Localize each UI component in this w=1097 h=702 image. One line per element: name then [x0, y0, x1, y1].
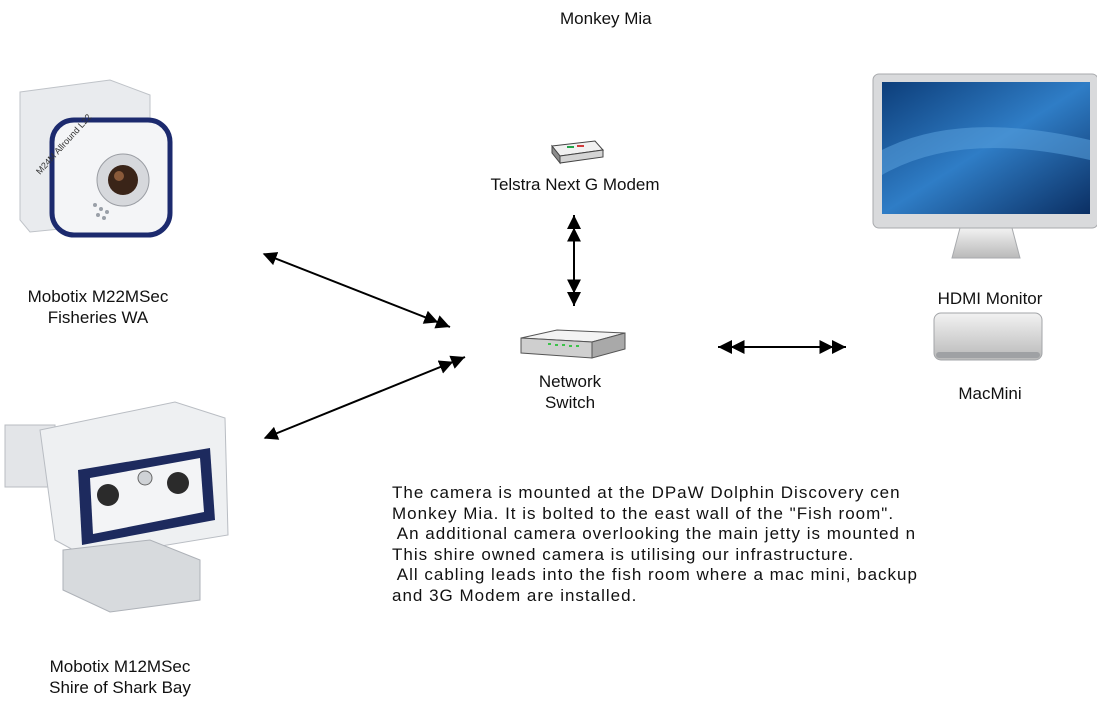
switch-label: Network Switch: [505, 371, 635, 413]
camera1-label: Mobotix M22MSec Fisheries WA: [0, 286, 196, 328]
description-line: An additional camera overlooking the mai…: [392, 524, 917, 543]
camera1-owner: Fisheries WA: [47, 308, 149, 327]
switch-label-line1: Network: [538, 372, 602, 391]
camera2-label: Mobotix M12MSec Shire of Shark Bay: [20, 656, 220, 698]
network-switch-icon: [520, 329, 626, 359]
switch-label-line2: Switch: [544, 393, 596, 412]
camera2-owner: Shire of Shark Bay: [49, 678, 191, 697]
diagram-title: Monkey Mia: [560, 9, 652, 28]
description-line: and 3G Modem are installed.: [392, 585, 638, 605]
camera-m12-icon: [4, 401, 229, 613]
macmini-label: MacMini: [958, 384, 1022, 403]
description-line: Monkey Mia. It is bolted to the east wal…: [392, 503, 895, 523]
description-line: All cabling leads into the fish room whe…: [392, 565, 918, 584]
camera2-switch-arrow: [263, 355, 466, 440]
camera2-name: Mobotix M12MSec: [49, 657, 191, 676]
camera1-name: Mobotix M22MSec: [27, 287, 169, 306]
description-line: The camera is mounted at the DPaW Dolphi…: [392, 483, 901, 502]
description-text: The camera is mounted at the DPaW Dolphi…: [392, 483, 1097, 606]
camera1-switch-arrow: [262, 252, 451, 329]
modem-icon: [551, 140, 604, 165]
modem-label: Telstra Next G Modem: [490, 175, 660, 194]
description-line: This shire owned camera is utilising our…: [392, 544, 855, 564]
monitor-label: HDMI Monitor: [937, 289, 1043, 308]
mac-mini-icon: [933, 312, 1043, 361]
monitor-icon: [872, 73, 1097, 259]
camera-m22-icon: M24M Allround L22: [19, 79, 173, 238]
